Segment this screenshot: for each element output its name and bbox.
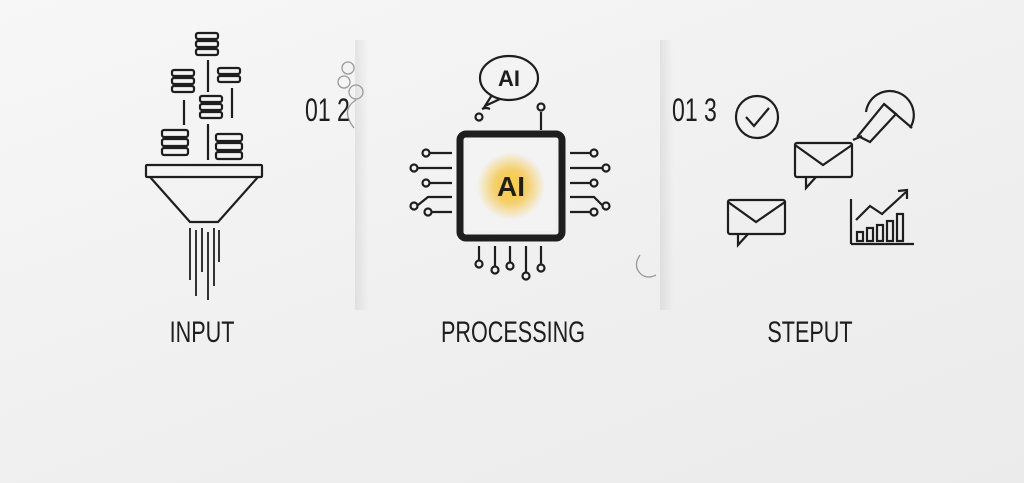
funnel-data-icon	[144, 31, 264, 300]
step-number-2: 01 2	[305, 92, 350, 128]
data-stack-icon	[160, 31, 244, 161]
checkmark-circle-icon	[734, 94, 780, 140]
ai-chip-icon	[409, 54, 611, 281]
step-label-input: INPUT	[169, 316, 235, 349]
circuit-traces-left	[409, 148, 452, 217]
output-icons	[726, 89, 915, 248]
speech-bubble-icon	[474, 54, 540, 122]
envelope-icon	[726, 198, 787, 248]
step-number-3: 01 3	[672, 92, 717, 128]
panel-divider-1	[355, 40, 369, 310]
step-label-steput: STEPUT	[767, 316, 853, 349]
step-label-processing: PROCESSING	[440, 316, 586, 349]
panel-divider-2	[660, 40, 674, 310]
bubble-ai-text: AI	[498, 66, 520, 91]
circuit-traces-bottom	[474, 246, 546, 281]
chip-ai-text: AI	[497, 171, 525, 202]
envelope-icon	[793, 141, 854, 191]
signature-pen-icon	[852, 89, 915, 144]
data-stream-icon	[189, 228, 220, 300]
bar-chart-growth-icon	[849, 188, 914, 246]
sketch-marks	[337, 61, 657, 278]
circuit-traces-right	[570, 148, 611, 217]
